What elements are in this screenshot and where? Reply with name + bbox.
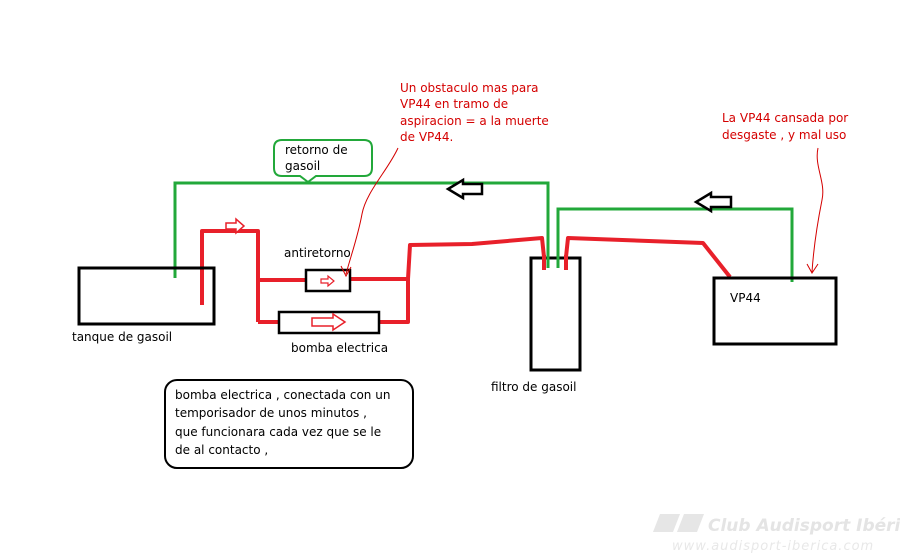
return-callout-line-1: retorno de [285,143,348,157]
obstacle-note-line-4: de VP44. [400,130,453,144]
pump-note: bomba electrica , conectada con un tempo… [164,379,414,469]
fuel-filter [529,256,582,372]
return-callout-bubble [273,139,373,184]
return-line [173,181,794,282]
return-callout-line-2: gasoil [285,159,320,173]
return-flow-arrow-icon [445,177,484,201]
supply-line [200,229,732,324]
pump-note-box [164,379,414,469]
watermark-logo-mark-2 [677,514,704,532]
check-valve-arrow-icon [320,274,335,288]
pump-note-line-2: temporisador de unos minutos , [175,406,367,420]
obstacle-note: Un obstaculo mas para VP44 en tramo de a… [340,81,549,278]
return-flow-arrow-icon-2 [693,190,733,214]
obstacle-note-line-2: VP44 en tramo de [400,97,508,111]
check-valve-label: antiretorno [284,246,351,260]
obstacle-note-line-1: Un obstaculo mas para [400,81,539,95]
watermark-logo-mark [653,514,680,532]
obstacle-note-line-3: aspiracion = a la muerte [400,114,549,128]
return-line-vp44 [556,207,794,282]
wear-note-line-2: desgaste , y mal uso [722,128,846,142]
pump-note-line-4: de al contacto , [175,443,268,457]
wear-note-pointer-head [806,263,819,274]
watermark-url: www.audisport-iberica.com [672,539,874,554]
obstacle-note-pointer-head [340,265,352,278]
wear-note: La VP44 cansada por desgaste , y mal uso [722,111,848,274]
fuel-tank-label: tanque de gasoil [72,330,172,344]
wear-note-line-1: La VP44 cansada por [722,111,848,125]
electric-pump-label: bomba electrica [291,341,388,355]
watermark-logo-text: Club Audisport Ibérica [708,516,900,536]
obstacle-note-pointer [345,147,399,275]
supply-line-to-filter [406,236,546,280]
supply-line-check-valve-out [350,277,410,324]
fuel-tank [77,266,216,326]
pump-note-line-3: que funcionara cada vez que se le [175,425,381,439]
supply-line-tank-out [200,229,305,305]
vp44-pump [712,276,838,346]
return-callout: retorno de gasoil [273,139,373,184]
pump-note-line-1: bomba electrica , conectada con un [175,388,390,402]
vp44-label: VP44 [730,291,761,305]
wear-note-pointer [811,147,824,273]
supply-line-to-vp44 [564,236,732,279]
fuel-filter-label: filtro de gasoil [491,380,576,394]
watermark: Club Audisport Ibérica www.audisport-ibe… [653,514,900,554]
flow-arrow-icon [225,217,246,235]
electric-pump-arrow-icon [311,312,347,332]
return-line-main [173,181,550,278]
